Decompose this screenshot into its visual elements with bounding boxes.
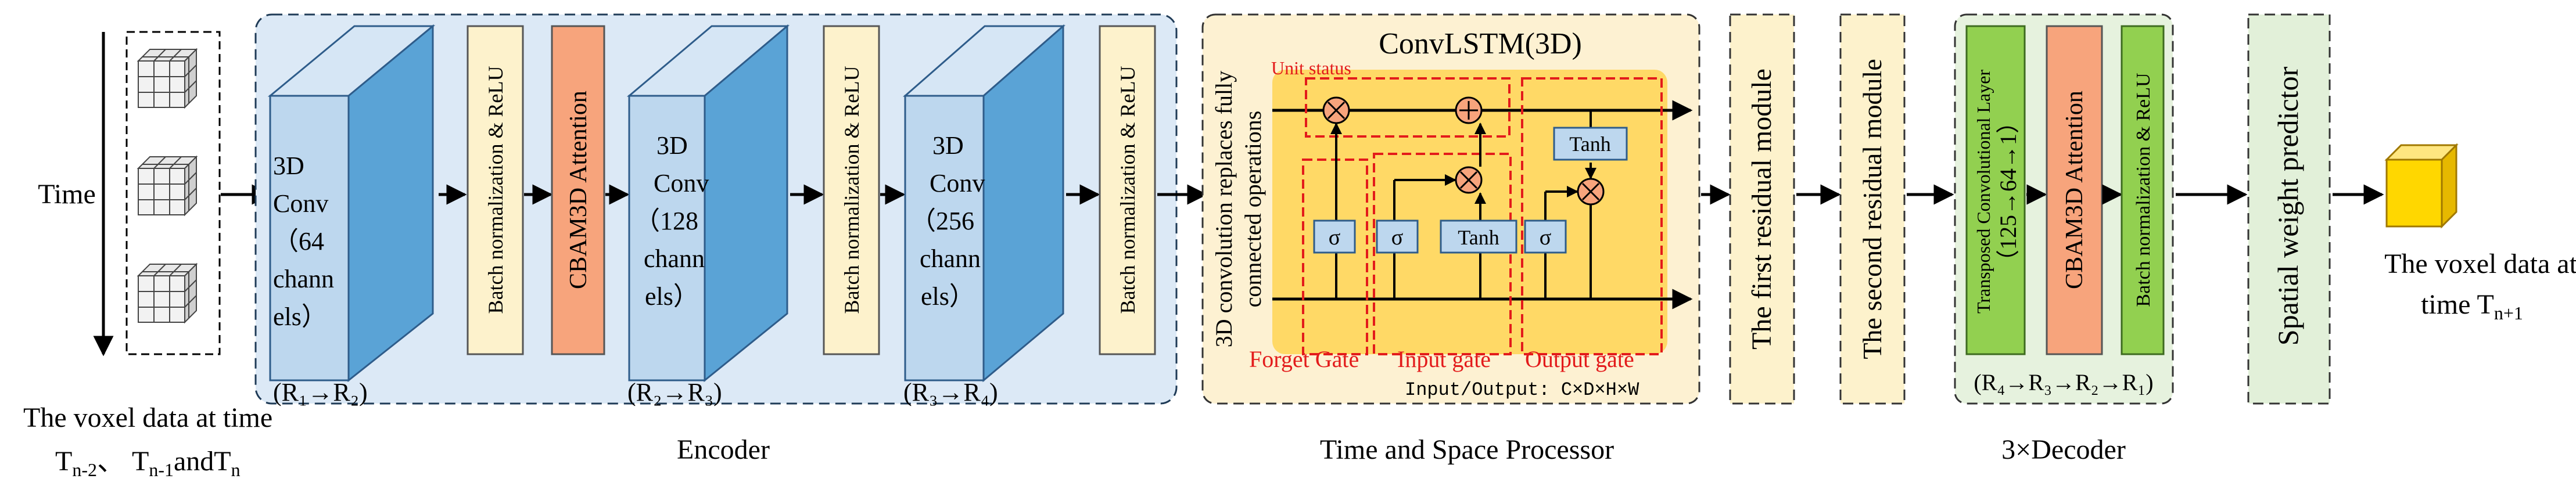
voxel-cube-icon [138,264,197,323]
svg-text:Tanh: Tanh [1458,226,1499,249]
encoder-block: 3D Conv （64 chann els） (R₁→R₂) Batch nor… [254,13,1178,406]
unit-status-box [1305,77,1511,138]
svg-text:Tanh: Tanh [1569,132,1610,156]
time-label: Time [38,179,96,210]
svg-text:σ: σ [1329,225,1340,250]
bn-relu-block-1: Batch normalization & ReLU [467,25,524,355]
conv3d-block-2: 3D Conv （128 chann els） (R₂→R₃) [626,24,790,406]
processor-side-line2: connected operations [1240,111,1266,308]
processor-title: Time and Space Processor [1320,434,1614,465]
sigma-box-forget: σ [1313,219,1356,254]
processor-block: 3D convolution replaces fully connected … [1201,13,1700,405]
output-gate-box [1521,77,1663,355]
input-voxel-group [125,31,221,355]
voxel-cube-icon [138,156,197,215]
svg-text:Batch normalization & ReLU: Batch normalization & ReLU [840,66,863,314]
conv2-range: (R₂→R₃) [627,378,722,406]
decoder-range: (R₄→R₃→R₂→R₁) [1974,369,2153,395]
bn-relu-block-2: Batch normalization & ReLU [823,25,880,355]
svg-text:CBAM3D Attention: CBAM3D Attention [565,91,592,289]
input-caption-line2: Tn-2、 Tn-1andTn [55,446,241,480]
forget-gate-label: Forget Gate [1249,346,1359,372]
tanh-box-input: Tanh [1440,219,1517,254]
multiply-icon [1322,96,1350,124]
convlstm-title: ConvLSTM(3D) [1379,27,1582,60]
residual-module-1: The first residual module [1729,13,1795,405]
multiply-icon [1455,166,1483,194]
svg-text:3D Conv （128: 3D Conv （128 chann els） [634,131,715,311]
output-caption-line1: The voxel data at [2384,249,2576,279]
add-icon [1455,96,1483,124]
output-voxel-cube-icon [2384,143,2459,229]
svg-text:Batch normalization & ReLU: Batch normalization & ReLU [1116,66,1139,314]
output-gate-label: Output gate [1525,346,1634,372]
svg-text:σ: σ [1540,225,1551,250]
bn-relu-block-3: Batch normalization & ReLU [1099,25,1156,355]
svg-text:σ: σ [1391,225,1403,250]
svg-text:Transposed Convolutional Layer: Transposed Convolutional Layer [1973,70,1994,314]
conv3-range: (R₃→R₄) [903,378,998,406]
tanh-box-output: Tanh [1553,127,1628,161]
svg-text:3D Conv （64: 3D Conv （64 chann els） [273,152,340,331]
multiply-icon [1577,178,1605,206]
svg-text:Spatial weight predictor: Spatial weight predictor [2272,66,2304,345]
conv3d-block-1: 3D Conv （64 chann els） (R₁→R₂) [267,24,436,406]
cbam3d-block: CBAM3D Attention [551,25,605,355]
svg-text:3D Conv （256: 3D Conv （256 chann els） [910,131,991,311]
svg-text:Batch normalization & ReLU: Batch normalization & ReLU [2133,73,2154,307]
io-shape-label: Input/Output: C×D×H×W [1405,379,1639,401]
decoder-cbam3d-block: CBAM3D Attention [2046,25,2103,355]
svg-text:The second residual module: The second residual module [1857,59,1887,359]
input-caption-line1: The voxel data at time [23,402,272,433]
time-axis: Time [23,32,114,357]
encoder-title: Encoder [677,434,770,465]
output-caption-line2: time Tn+1 [2421,289,2523,323]
decoder-title: 3×Decoder [2001,434,2126,465]
processor-side-line1: 3D convolution replaces fully [1211,71,1237,348]
decoder-block: Transposed Convolutional Layer （125→64→1… [1954,13,2174,405]
transposed-conv-block: Transposed Convolutional Layer （125→64→1… [1965,25,2026,355]
svg-text:The first residual module: The first residual module [1746,69,1777,350]
sigma-box-input: σ [1376,219,1419,254]
sigma-box-output: σ [1524,219,1567,254]
input-gate-label: Input gate [1397,346,1491,372]
conv1-range: (R₁→R₂) [273,378,368,406]
spatial-weight-predictor: Spatial weight predictor [2247,13,2331,405]
unit-status-label: Unit status [1271,57,1351,78]
decoder-bn-relu-block: Batch normalization & ReLU [2121,25,2165,355]
input-gate-box [1373,153,1512,355]
svg-text:Batch normalization & ReLU: Batch normalization & ReLU [484,66,507,314]
residual-module-2: The second residual module [1839,13,1906,405]
voxel-cube-icon [138,49,197,108]
svg-text:CBAM3D Attention: CBAM3D Attention [2061,91,2088,289]
conv3d-block-3: 3D Conv （256 chann els） (R₃→R₄) [903,24,1065,406]
svg-text:（125→64→1）: （125→64→1） [1995,110,2021,273]
